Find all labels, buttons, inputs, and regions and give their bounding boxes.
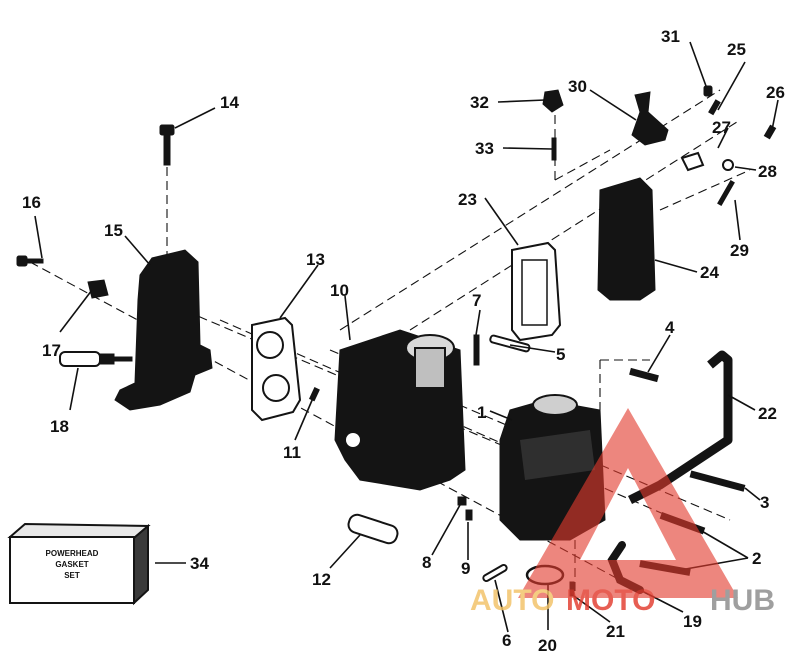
part-25-screw [708,99,721,116]
callout-27: 27 [712,118,731,137]
part-27-clip [680,151,705,172]
callout-18: 18 [50,417,69,436]
callout-7: 7 [472,291,481,310]
callout-31: 31 [661,27,680,46]
callout-16: 16 [22,193,41,212]
part-15-exhaust-cover [114,249,213,411]
callout-3: 3 [760,493,769,512]
kit-label-line1: POWERHEAD [46,549,99,558]
callout-1: 1 [477,403,486,422]
part-18-spark-plug [59,351,133,367]
callout-26: 26 [766,83,785,102]
callout-20: 20 [538,636,557,655]
part-24-cover [597,177,656,301]
part-6-pin [482,564,508,582]
part-17-cap [87,279,109,299]
part-34-gasket-kit: POWERHEAD GASKET SET [7,522,151,606]
part-26-screw [763,124,777,140]
callout-30: 30 [568,77,587,96]
part-7-pin [473,334,480,366]
part-23-cover-gasket [511,241,562,342]
callout-23: 23 [458,190,477,209]
callout-14: 14 [220,93,239,112]
part-13-gasket [251,316,302,422]
callout-12: 12 [312,570,331,589]
callout-numbers: 1 2 3 4 5 6 7 8 9 10 11 12 13 14 15 16 1… [22,27,785,655]
watermark-hub: HUB [710,584,775,617]
part-32-knob [542,89,564,113]
callout-17: 17 [42,341,61,360]
part-31-bolt [703,85,713,97]
callout-28: 28 [758,162,777,181]
part-16-screw [16,255,44,267]
part-12-sleeve [347,513,399,545]
leader-lines [34,41,779,633]
part-14-bolt [159,124,175,166]
callout-6: 6 [502,631,511,650]
part-8-nut [457,496,467,506]
callout-34: 34 [190,554,209,573]
callout-5: 5 [556,345,565,364]
callout-22: 22 [758,404,777,423]
part-3-bolt [689,470,746,492]
callout-24: 24 [700,263,719,282]
callout-15: 15 [104,221,123,240]
callout-33: 33 [475,139,494,158]
callout-21: 21 [606,622,625,641]
kit-label-line3: SET [64,571,80,580]
callout-11: 11 [283,443,301,462]
callout-25: 25 [727,40,746,59]
callout-4: 4 [665,318,675,337]
watermark-moto: MOTO [566,584,655,617]
part-9-nut [465,509,473,521]
callout-19: 19 [683,612,702,631]
part-33-screw [551,137,557,161]
part-4-bolt [629,367,659,383]
callout-32: 32 [470,93,489,112]
kit-label-line2: GASKET [55,560,88,569]
automotohub-watermark: AUTO MOTO HUB [470,408,775,617]
callout-9: 9 [461,559,470,578]
callout-8: 8 [422,553,431,572]
part-10-crankcase [334,329,466,491]
callout-10: 10 [330,281,349,300]
part-29-bolt [717,180,735,206]
part-28-washer [722,159,734,171]
part-30-bracket [631,91,669,146]
callout-29: 29 [730,241,749,260]
callout-13: 13 [306,250,325,269]
watermark-auto: AUTO [470,584,554,617]
part-11-pin [308,387,320,402]
callout-2: 2 [752,549,761,568]
